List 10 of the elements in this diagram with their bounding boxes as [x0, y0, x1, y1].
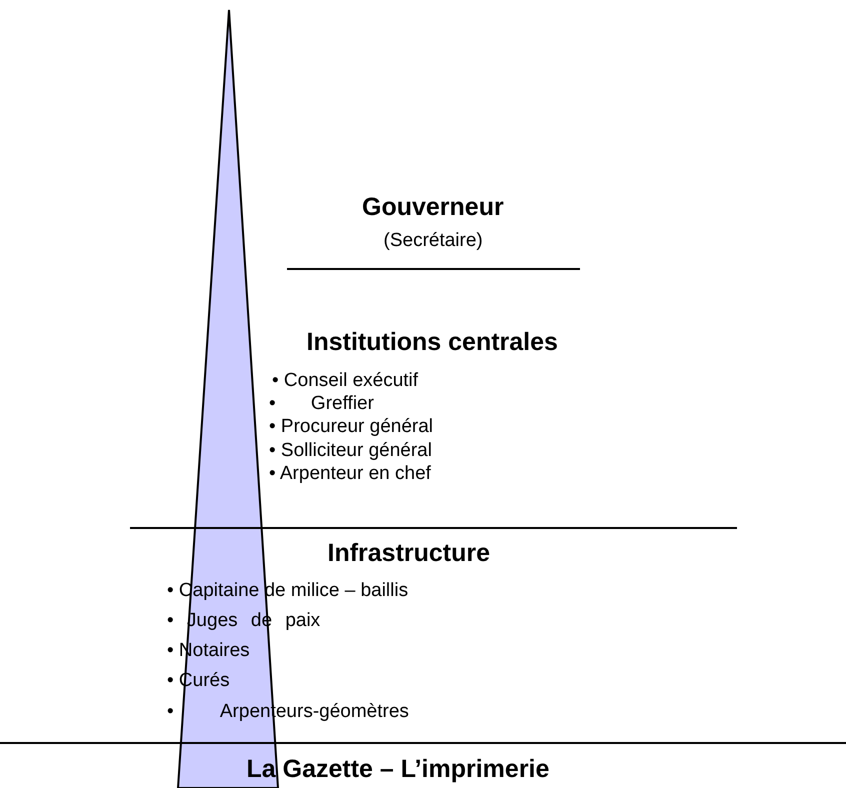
list-item: • Greffier — [269, 393, 374, 415]
list-item: • Procureur général — [269, 416, 434, 438]
tier-heading: La Gazette – L’imprimerie — [246, 755, 550, 784]
tier-heading: Infrastructure — [328, 539, 490, 568]
tier-heading: Institutions centrales — [306, 328, 558, 357]
list-item: • Arpenteur en chef — [269, 463, 431, 485]
list-item: • Conseil exécutif — [272, 370, 418, 392]
subtitle: (Secrétaire) — [384, 230, 483, 252]
list-item: • Solliciteur général — [269, 440, 432, 462]
tier-heading: Gouverneur — [362, 193, 504, 222]
